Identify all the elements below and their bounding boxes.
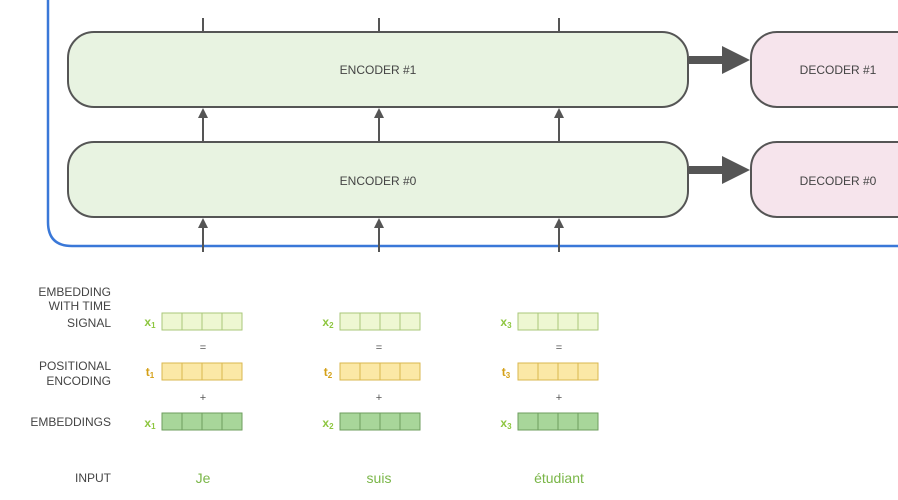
label-positional-line-1: POSITIONAL (39, 359, 111, 373)
embedding-label-1: x1 (144, 416, 156, 431)
signal-vector-2-cell (399, 312, 421, 331)
embedding-vector-1 (161, 412, 243, 431)
input-word-1: Je (196, 470, 211, 486)
label-embedding-line-2: WITH TIME (49, 299, 111, 313)
positional-vector-3-cell (537, 362, 559, 381)
label-embedding-line-1: EMBEDDING (38, 285, 111, 299)
positional-vector-1 (161, 362, 243, 381)
embedding-vector-1-cell (221, 412, 243, 431)
top-arrows (202, 18, 560, 32)
embedding-label-2: x2 (322, 416, 334, 431)
signal-label-3: x3 (500, 315, 512, 330)
label-input: INPUT (75, 471, 112, 485)
decoder-1-box (750, 31, 898, 108)
positional-vector-1-cell (221, 362, 243, 381)
positional-label-3: t3 (502, 365, 511, 380)
signal-vector-1-cell (181, 312, 203, 331)
encoder-stack-frame (46, 0, 898, 248)
embedding-vector-3-cell (577, 412, 599, 431)
encoder-0-to-1-arrows (198, 108, 564, 142)
embedding-vector-1-cell (181, 412, 203, 431)
encoder-1-label: ENCODER #1 (340, 63, 417, 77)
signal-vector-3-cell (557, 312, 579, 331)
input-word-3: étudiant (534, 470, 584, 486)
encoder-1-to-decoder-1-arrow (689, 46, 750, 74)
signal-vector-3-cell (517, 312, 539, 331)
label-positional-line-2: ENCODING (46, 374, 111, 388)
encoder-1: ENCODER #1 (67, 31, 689, 108)
signal-vector-3 (517, 312, 599, 331)
signal-vector-1 (161, 312, 243, 331)
embedding-vector-3-cell (557, 412, 579, 431)
signal-vector-3-cell (577, 312, 599, 331)
signal-vector-2-cell (359, 312, 381, 331)
encoder-0-box (67, 141, 689, 218)
embedding-vector-2-cell (399, 412, 421, 431)
row-labels: EMBEDDING WITH TIME SIGNAL POSITIONAL EN… (30, 285, 111, 485)
embedding-vector-2-cell (339, 412, 361, 431)
embedding-vector-3 (517, 412, 599, 431)
signal-vector-2 (339, 312, 421, 331)
signal-vector-1-cell (201, 312, 223, 331)
embedding-vector-3-cell (517, 412, 539, 431)
positional-vector-1-cell (201, 362, 223, 381)
decoder-0: DECODER #0 (750, 141, 898, 218)
input-word-2: suis (367, 470, 392, 486)
positional-vector-3 (517, 362, 599, 381)
signal-label-2: x2 (322, 315, 334, 330)
signal-label-1: x1 (144, 315, 156, 330)
input-to-encoder-0-arrows (198, 218, 564, 252)
positional-vector-3-cell (577, 362, 599, 381)
label-embeddings: EMBEDDINGS (30, 415, 111, 429)
equals-operator-2: = (376, 342, 382, 354)
positional-vector-2 (339, 362, 421, 381)
signal-vector-2-cell (339, 312, 361, 331)
encoder-0-label: ENCODER #0 (340, 174, 417, 188)
positional-vector-1-cell (161, 362, 183, 381)
decoder-0-label: DECODER #0 (800, 174, 877, 188)
positional-vector-2-cell (339, 362, 361, 381)
signal-vector-2-cell (379, 312, 401, 331)
encoder-0: ENCODER #0 (67, 141, 689, 218)
positional-vector-2-cell (379, 362, 401, 381)
signal-vector-3-cell (537, 312, 559, 331)
embedding-vector-3-cell (537, 412, 559, 431)
embedding-vector-2-cell (379, 412, 401, 431)
plus-operator-3: + (556, 392, 562, 404)
encoder-0-to-decoder-0-arrow (689, 156, 750, 184)
embedding-vector-2-cell (359, 412, 381, 431)
decoder-1-label: DECODER #1 (800, 63, 877, 77)
embedding-vector-1-cell (201, 412, 223, 431)
positional-vector-3-cell (517, 362, 539, 381)
label-embedding-line-3: SIGNAL (67, 316, 111, 330)
signal-vector-1-cell (161, 312, 183, 331)
encoder-1-box (67, 31, 689, 108)
plus-operator-1: + (200, 392, 206, 404)
positional-vector-1-cell (181, 362, 203, 381)
positional-vector-3-cell (557, 362, 579, 381)
positional-vector-2-cell (359, 362, 381, 381)
equals-operator-3: = (556, 342, 562, 354)
signal-vector-1-cell (221, 312, 243, 331)
embedding-vector-1-cell (161, 412, 183, 431)
positional-label-2: t2 (324, 365, 333, 380)
positional-label-1: t1 (146, 365, 155, 380)
embedding-vector-2 (339, 412, 421, 431)
positional-vector-2-cell (399, 362, 421, 381)
equals-operator-1: = (200, 342, 206, 354)
plus-operator-2: + (376, 392, 382, 404)
decoder-1: DECODER #1 (750, 31, 898, 108)
embedding-label-3: x3 (500, 416, 512, 431)
decoder-0-box (750, 141, 898, 218)
